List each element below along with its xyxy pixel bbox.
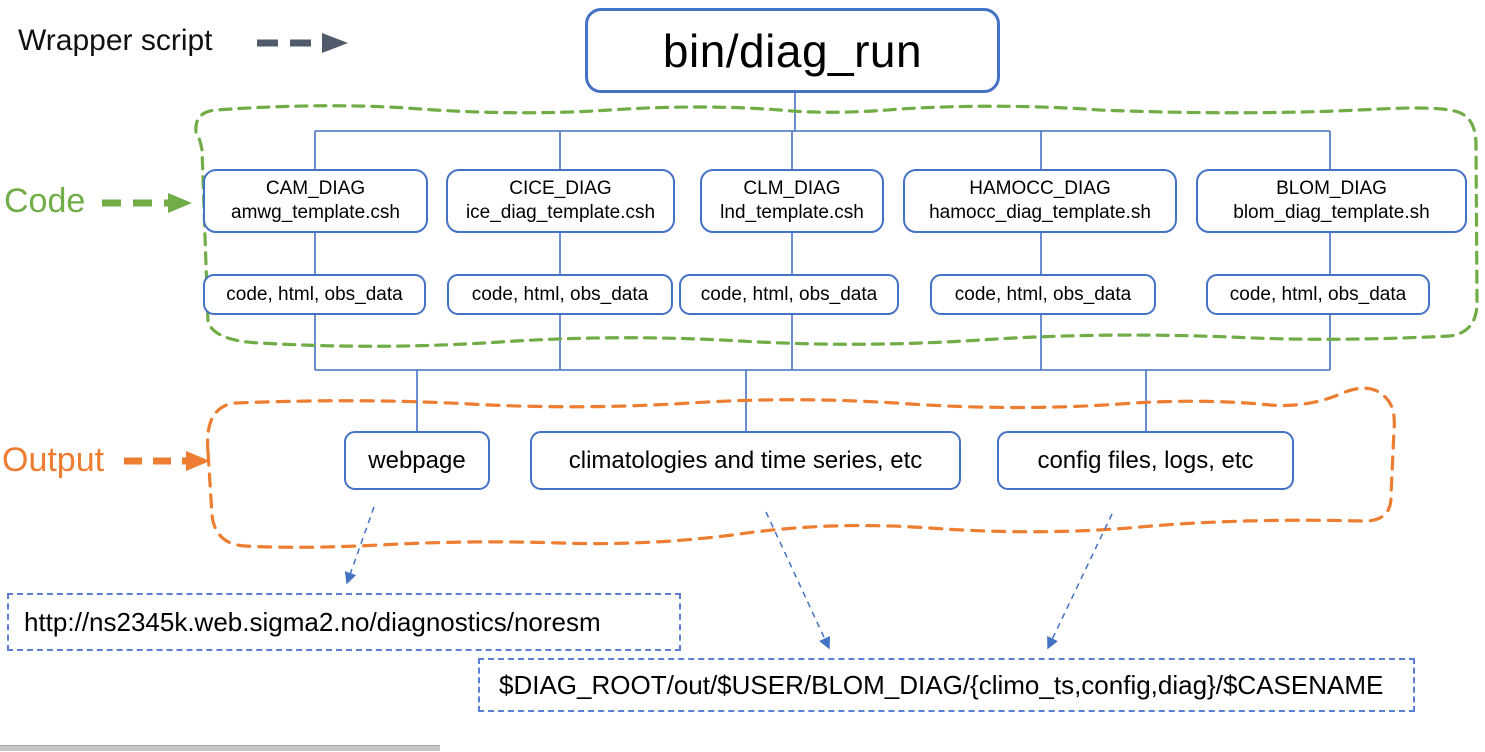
diag-name: HAMOCC_DIAG — [969, 178, 1111, 199]
code-region-label: Code — [4, 182, 86, 220]
artifacts-text: code, html, obs_data — [1229, 283, 1407, 305]
diag-name: CAM_DIAG — [265, 178, 366, 199]
output-box-config: config files, logs, etc — [997, 431, 1294, 490]
wrapper-script-arrow — [257, 33, 348, 53]
diag-box-clm: CLM_DIAG lnd_template.csh — [700, 169, 884, 233]
diag-box-blom: BLOM_DIAG blom_diag_template.sh — [1196, 169, 1467, 233]
artifacts-text: code, html, obs_data — [471, 283, 649, 305]
diag-template-file: blom_diag_template.sh — [1233, 202, 1430, 223]
root-script-title: bin/diag_run — [662, 24, 923, 77]
tree-connectors — [314, 93, 1331, 431]
config-to-path-arrow — [1047, 513, 1113, 650]
diag-template-file: ice_diag_template.csh — [465, 202, 656, 223]
output-box-climatologies: climatologies and time series, etc — [530, 431, 961, 490]
webpage-url-box: http://ns2345k.web.sigma2.no/diagnostics… — [7, 593, 681, 651]
diag-template-file: amwg_template.csh — [231, 202, 400, 223]
diag-template-file: hamocc_diag_template.sh — [929, 202, 1151, 223]
diag-name: CLM_DIAG — [743, 178, 841, 199]
output-region-label: Output — [2, 441, 105, 479]
output-text: config files, logs, etc — [1037, 446, 1254, 474]
root-script-box: bin/diag_run — [585, 8, 1000, 93]
webpage-url-text: http://ns2345k.web.sigma2.no/diagnostics… — [24, 606, 601, 637]
artifacts-box-cice: code, html, obs_data — [447, 274, 673, 315]
bottom-edge-bar — [0, 745, 440, 751]
output-box-webpage: webpage — [344, 431, 490, 490]
output-text: webpage — [368, 446, 466, 474]
diag-box-hamocc: HAMOCC_DIAG hamocc_diag_template.sh — [903, 169, 1177, 233]
diag-name: CICE_DIAG — [509, 178, 612, 199]
diag-name: BLOM_DIAG — [1276, 178, 1387, 199]
diag-box-cam: CAM_DIAG amwg_template.csh — [203, 169, 428, 233]
climo-to-path-arrow — [765, 511, 831, 650]
artifacts-box-clm: code, html, obs_data — [679, 274, 899, 315]
output-text: climatologies and time series, etc — [568, 446, 923, 474]
artifacts-box-cam: code, html, obs_data — [203, 274, 426, 315]
output-region-outline — [205, 386, 1396, 549]
diag-root-path-text: $DIAG_ROOT/out/$USER/BLOM_DIAG/{climo_ts… — [499, 669, 1384, 700]
diag-box-cice: CICE_DIAG ice_diag_template.csh — [446, 169, 675, 233]
webpage-to-url-arrow — [344, 506, 375, 585]
wrapper-script-label: Wrapper script — [18, 24, 213, 57]
output-arrow — [124, 451, 210, 471]
code-region-outline — [194, 104, 1479, 348]
code-arrow — [102, 193, 192, 213]
artifacts-box-blom: code, html, obs_data — [1206, 274, 1430, 315]
artifacts-box-hamocc: code, html, obs_data — [930, 274, 1156, 315]
artifacts-text: code, html, obs_data — [700, 283, 878, 305]
artifacts-text: code, html, obs_data — [226, 283, 403, 305]
artifacts-text: code, html, obs_data — [954, 283, 1132, 305]
diag-root-path-box: $DIAG_ROOT/out/$USER/BLOM_DIAG/{climo_ts… — [478, 658, 1415, 712]
diag-template-file: lnd_template.csh — [720, 202, 864, 223]
